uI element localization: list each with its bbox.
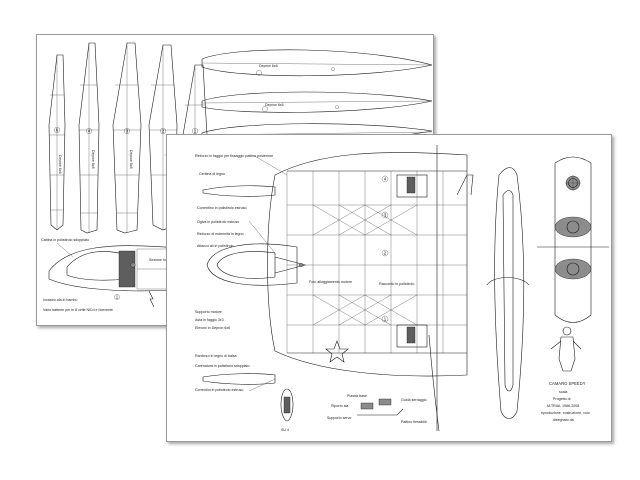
fuselage-side-view: Sezione fusoliera Cabina in polistirolo … bbox=[41, 220, 188, 312]
panel-label: Depron 6x6 bbox=[129, 150, 133, 169]
callout-label: Centina di legno bbox=[199, 172, 225, 176]
callout-label: Foro alloggiamento motore bbox=[309, 280, 352, 284]
station-number: 1 bbox=[116, 295, 119, 300]
detail-views: SU 4 bbox=[280, 388, 404, 432]
fuselage-label: Vano batterie per le 8 celle NiCd e rice… bbox=[43, 308, 113, 312]
callout-label: Ranforzo in legno di balsa bbox=[195, 354, 237, 358]
right-section bbox=[396, 145, 440, 432]
station-numbers: 4 3 2 1 bbox=[381, 175, 389, 323]
title-block-line: M.TRIAL 1986-2008 bbox=[547, 404, 579, 408]
pilot-figure bbox=[550, 326, 582, 372]
title-block-line: riproduzione, costruzione, volo bbox=[541, 411, 590, 415]
callout-label: Correntino in polistirolo estruso bbox=[197, 206, 247, 210]
detail-label: Riporto ala bbox=[331, 404, 348, 408]
scale-note: SU 4 bbox=[281, 428, 289, 432]
side-profile-view bbox=[456, 167, 530, 419]
airfoil-panels: Depron 6x6 Depron 6x6 bbox=[201, 49, 433, 143]
fuselage-label: Cabina in polistirolo sdoppiato bbox=[41, 238, 89, 242]
callout-label: Elevoni in Depron 6x6 bbox=[195, 326, 230, 330]
station-number: 3 bbox=[384, 213, 387, 218]
detail-label: Guida serraggio bbox=[401, 398, 427, 402]
rib-number: 1 bbox=[194, 129, 197, 134]
detail-label: Supporto servo bbox=[327, 416, 351, 420]
rib-number: 4 bbox=[88, 129, 91, 134]
station-number: 2 bbox=[384, 251, 387, 256]
callout-label: Raccordo in polistirolo bbox=[379, 282, 414, 286]
title-block-line: scala bbox=[559, 390, 567, 394]
detail-labels: Piastra base Riporto ala Supporto servo … bbox=[327, 394, 427, 424]
panel-label: Depron 6x6 bbox=[259, 64, 278, 68]
callout-label: Ogiva in polistirolo estruso bbox=[197, 220, 239, 224]
servo-icon bbox=[406, 326, 416, 344]
panel-label: Depron 6x6 bbox=[91, 150, 95, 169]
detail-shield bbox=[280, 388, 294, 422]
callout-label: Carenatura in polistirolo sdoppiato bbox=[195, 364, 250, 368]
front-plan-sheet: SU 4 Rinforzo in faggio per fissaggio pa… bbox=[166, 134, 612, 442]
panel-label: Depron 6x6 bbox=[265, 103, 284, 107]
rib-number: 6 bbox=[56, 128, 59, 133]
title-block-name: CAMARO SPEEDY bbox=[549, 381, 586, 386]
title-block: CAMARO SPEEDY scala Progetto di M.TRIAL … bbox=[541, 381, 590, 422]
title-block-line: disegnato da bbox=[553, 418, 574, 422]
callout-label: Rinforzo di estremità in legno bbox=[197, 232, 244, 236]
station-number: 4 bbox=[384, 177, 387, 182]
callout-label: Attacco ali in polistirolo bbox=[197, 244, 234, 248]
callout-label: Asta in faggio 3x3 bbox=[195, 318, 224, 322]
callout-label: Supporto motore bbox=[195, 310, 222, 314]
fuselage-label: Incastro ala in bambù bbox=[43, 298, 77, 302]
rib-number: 2 bbox=[162, 129, 165, 134]
fuselage-label: Sezione fusoliera bbox=[149, 258, 177, 262]
rib-number: 3 bbox=[126, 129, 129, 134]
lightning-symbol bbox=[148, 290, 155, 308]
tail-booms bbox=[202, 185, 276, 385]
title-block-line: Progetto di bbox=[553, 397, 571, 401]
front-sheet-drawing: SU 4 Rinforzo in faggio per fissaggio pa… bbox=[195, 145, 609, 432]
detail-label: Piastra base bbox=[347, 394, 367, 398]
callout-label: Rinforzo in faggio per fissaggio pattino… bbox=[195, 154, 273, 158]
star-insignia-icon bbox=[325, 340, 349, 363]
panel-label: Depron 6x6 bbox=[58, 155, 62, 174]
callout-label: Correntini in polistirolo estruso bbox=[195, 388, 243, 392]
front-view bbox=[537, 156, 609, 323]
servo-icon bbox=[406, 176, 416, 194]
callout-labels: Rinforzo in faggio per fissaggio pattino… bbox=[195, 154, 414, 392]
station-number: 1 bbox=[384, 317, 387, 322]
fuselage-nose bbox=[206, 243, 307, 286]
detail-label: Pattino flessibile bbox=[401, 420, 427, 424]
